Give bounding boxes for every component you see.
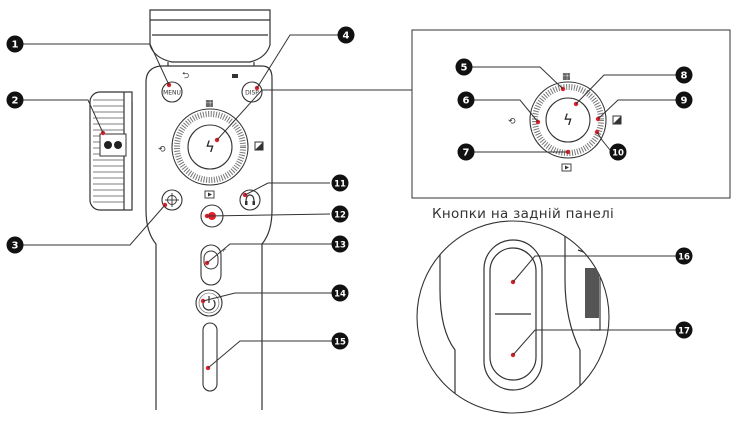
callout-badge-16: 16 <box>675 247 693 265</box>
callout-badge-8: 8 <box>675 66 693 84</box>
wheel-knob-icon <box>99 133 127 157</box>
callout-number-8: 8 <box>681 71 688 82</box>
callout-badge-6: 6 <box>457 91 475 109</box>
wifi-icon: ◜ <box>223 247 227 256</box>
callout-number-5: 5 <box>461 63 468 74</box>
detail-rotate-icon: ⟲ <box>508 117 516 127</box>
detail-callout-lines <box>472 66 676 153</box>
callout-badge-5: 5 <box>455 58 473 76</box>
callout-badge-2: 2 <box>6 91 24 109</box>
callout-number-12: 12 <box>334 211 346 221</box>
callout-number-4: 4 <box>343 31 350 42</box>
menu-label: MENU <box>163 90 181 97</box>
callout-number-6: 6 <box>463 96 470 107</box>
callout-number-14: 14 <box>334 290 346 300</box>
callout-number-2: 2 <box>12 96 19 107</box>
callout-badge-14: 14 <box>331 284 349 302</box>
callout-number-7: 7 <box>463 148 470 159</box>
back-panel-caption: Кнопки на задній панелі <box>432 206 615 222</box>
callout-number-15: 15 <box>334 338 346 348</box>
disp-label: DISP <box>245 90 259 97</box>
callout-badge-11: 11 <box>331 174 349 192</box>
callout-badge-3: 3 <box>6 236 24 254</box>
callout-badge-10: 10 <box>609 143 627 161</box>
callout-number-9: 9 <box>681 96 688 107</box>
power-button[interactable] <box>195 289 223 317</box>
trigger-slot[interactable] <box>202 322 218 392</box>
callout-number-13: 13 <box>334 241 346 251</box>
callout-number-10: 10 <box>612 149 624 159</box>
grid-icon: ▦ <box>205 99 214 109</box>
detail-grid-icon: ▦ <box>562 72 571 82</box>
rotate-icon: ⟲ <box>158 145 166 155</box>
callout-number-16: 16 <box>678 253 690 263</box>
callout-badge-7: 7 <box>457 143 475 161</box>
zoom-view <box>416 220 610 414</box>
back-arrow-icon: ⮌ <box>182 71 189 81</box>
main-dial[interactable]: ϟ <box>171 108 249 186</box>
callout-badge-17: 17 <box>675 321 693 339</box>
callout-number-11: 11 <box>334 180 346 190</box>
camera-icon <box>232 74 238 78</box>
callout-lines <box>20 34 412 369</box>
detail-dial[interactable]: ϟ <box>529 81 607 159</box>
callout-badge-13: 13 <box>331 235 349 253</box>
callout-badge-1: 1 <box>6 35 24 53</box>
detail-flash-icon: ϟ <box>563 111 573 129</box>
headset-button[interactable] <box>239 189 261 211</box>
callout-number-1: 1 <box>12 40 19 51</box>
callout-number-3: 3 <box>12 241 19 252</box>
gimbal-body <box>89 9 273 410</box>
callout-badge-12: 12 <box>331 205 349 223</box>
callout-badge-4: 4 <box>337 26 355 44</box>
callout-badge-15: 15 <box>331 332 349 350</box>
flash-icon: ϟ <box>205 138 215 156</box>
callout-badge-9: 9 <box>675 91 693 109</box>
zoom-callout-lines <box>512 255 676 356</box>
menu-button[interactable]: MENU <box>161 81 183 103</box>
mode-switch[interactable] <box>200 244 222 286</box>
callout-number-17: 17 <box>678 327 690 337</box>
